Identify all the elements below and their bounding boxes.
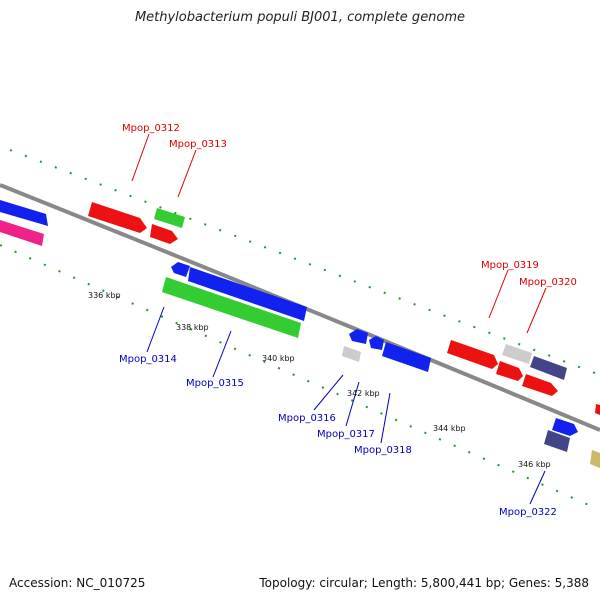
label-mpop-0320[interactable]: Mpop_0320 bbox=[519, 277, 577, 288]
gene-magenta-left[interactable] bbox=[0, 220, 44, 246]
label-mpop-0313[interactable]: Mpop_0313 bbox=[169, 139, 227, 150]
callout-mpop-0316 bbox=[313, 374, 344, 411]
gene-blue-pent-1[interactable] bbox=[349, 329, 368, 344]
callout-mpop-0313 bbox=[177, 149, 197, 198]
label-mpop-0318[interactable]: Mpop_0318 bbox=[354, 445, 412, 456]
callout-mpop-0319 bbox=[488, 269, 509, 319]
scale-label-338: 338 kbp bbox=[176, 323, 209, 332]
gene-mpop-0314[interactable] bbox=[188, 267, 307, 321]
gene-mpop-0313[interactable] bbox=[154, 208, 185, 228]
gene-gray-small[interactable] bbox=[342, 346, 361, 362]
gene-blue-pent-2[interactable] bbox=[369, 336, 384, 350]
gene-mpop-0312[interactable] bbox=[88, 202, 147, 233]
gene-red-small[interactable] bbox=[150, 224, 178, 244]
label-mpop-0316[interactable]: Mpop_0316 bbox=[278, 413, 336, 424]
gene-mpop-0315[interactable] bbox=[162, 277, 301, 338]
gene-blue-left[interactable] bbox=[0, 200, 48, 226]
label-mpop-0312[interactable]: Mpop_0312 bbox=[122, 123, 180, 134]
gene-red-small-2[interactable] bbox=[496, 361, 523, 381]
label-mpop-0314[interactable]: Mpop_0314 bbox=[119, 354, 177, 365]
topology-text: Topology: circular; Length: 5,800,441 bp… bbox=[259, 576, 589, 590]
callout-mpop-0314 bbox=[146, 306, 165, 353]
gene-mpop-0319[interactable] bbox=[447, 340, 498, 369]
scale-label-342: 342 kbp bbox=[347, 389, 380, 398]
callout-mpop-0315 bbox=[212, 330, 232, 378]
gene-mpop-0322[interactable] bbox=[544, 430, 570, 452]
gene-blue-right[interactable] bbox=[552, 418, 578, 436]
scale-label-344: 344 kbp bbox=[433, 424, 466, 433]
gene-red-right[interactable] bbox=[522, 374, 558, 396]
label-mpop-0315[interactable]: Mpop_0315 bbox=[186, 378, 244, 389]
scale-label-336: 336 kbp bbox=[88, 291, 121, 300]
callout-mpop-0317 bbox=[345, 381, 360, 427]
callout-mpop-0320 bbox=[526, 287, 547, 334]
gene-red-edge[interactable] bbox=[595, 404, 600, 415]
label-mpop-0322[interactable]: Mpop_0322 bbox=[499, 507, 557, 518]
callout-mpop-0318 bbox=[380, 392, 391, 444]
gene-olive-right[interactable] bbox=[590, 450, 600, 468]
label-mpop-0317[interactable]: Mpop_0317 bbox=[317, 429, 375, 440]
callout-mpop-0312 bbox=[131, 133, 150, 182]
callout-mpop-0322 bbox=[529, 470, 546, 505]
gene-gray-mid[interactable] bbox=[502, 344, 532, 364]
label-mpop-0319[interactable]: Mpop_0319 bbox=[481, 260, 539, 271]
scale-label-346: 346 kbp bbox=[518, 460, 551, 469]
scale-label-340: 340 kbp bbox=[262, 354, 295, 363]
gene-mpop-0318[interactable] bbox=[382, 342, 431, 372]
accession-text: Accession: NC_010725 bbox=[9, 576, 146, 590]
gene-blue-arrow-small[interactable] bbox=[171, 262, 190, 277]
genome-title: Methylobacterium populi BJ001, complete … bbox=[134, 10, 466, 25]
gene-mpop-0320[interactable] bbox=[530, 356, 567, 380]
